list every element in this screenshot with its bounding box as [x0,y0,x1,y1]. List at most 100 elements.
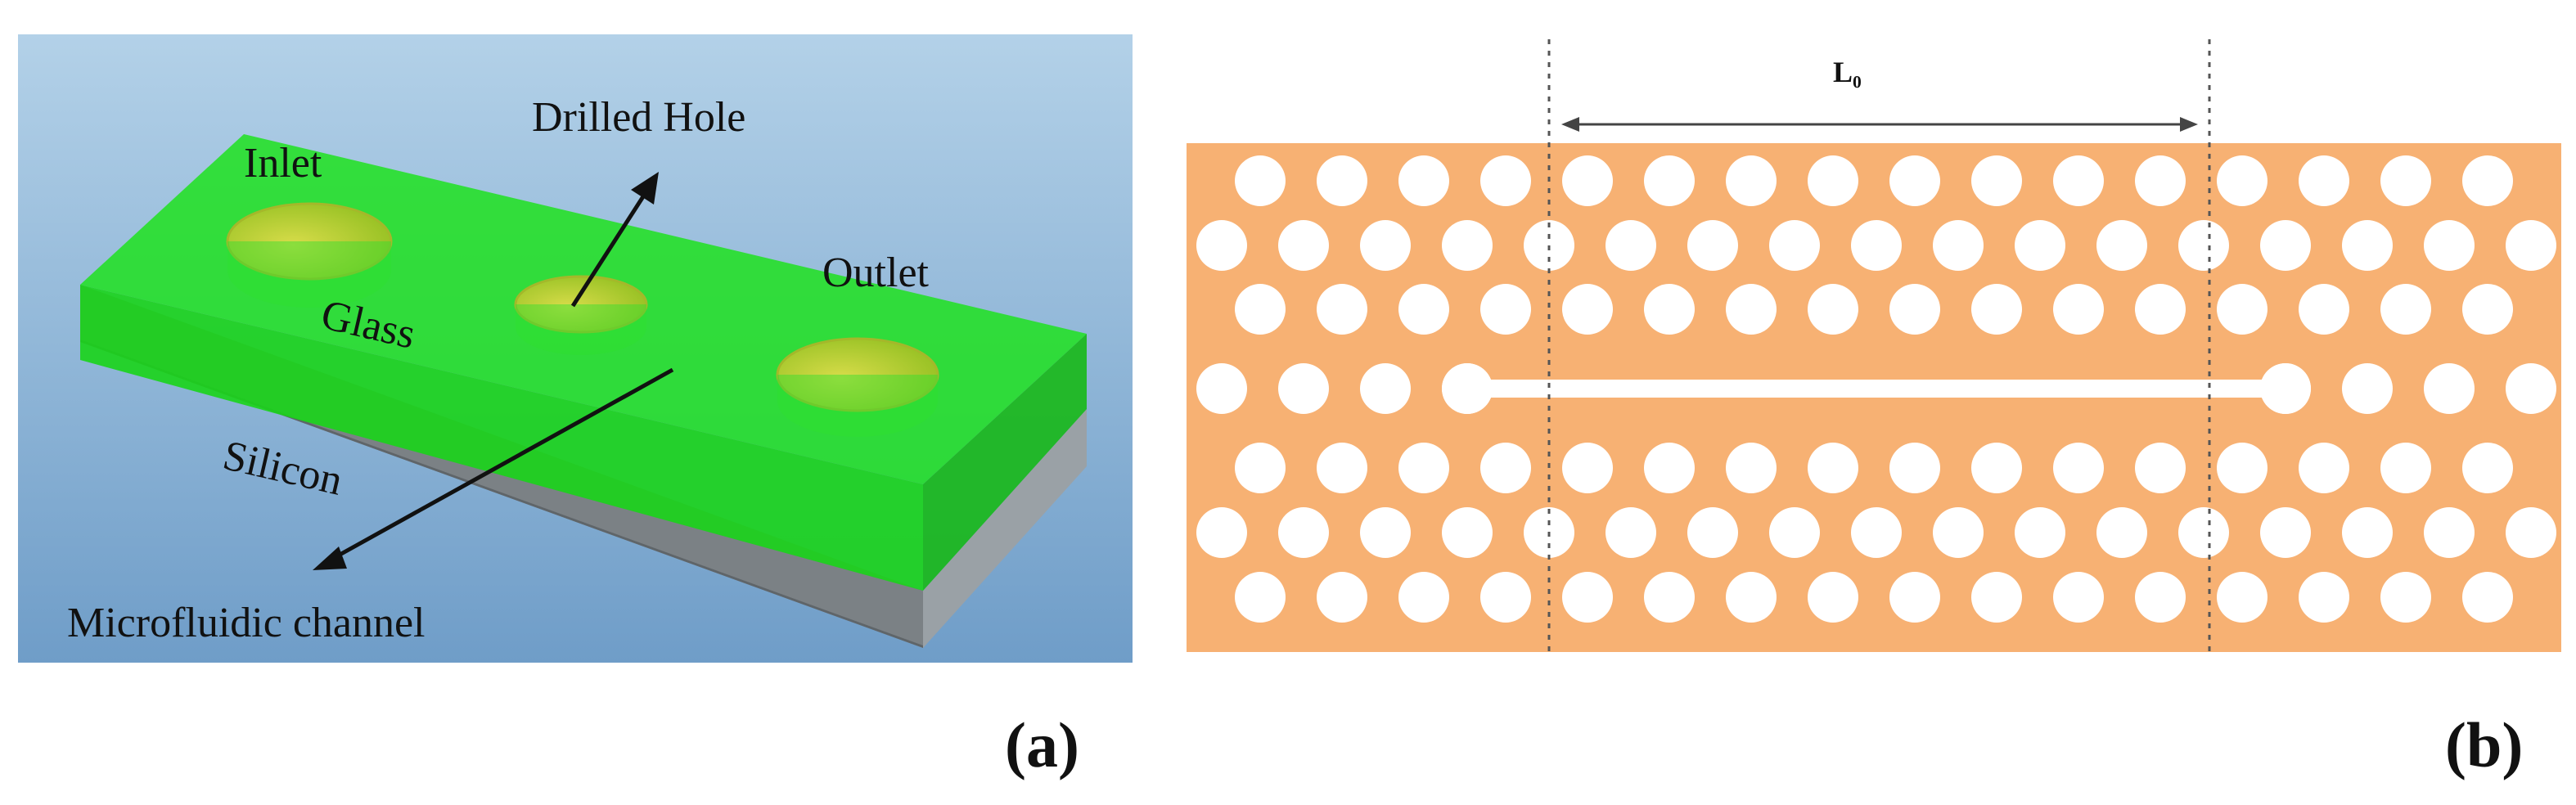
air-hole [1360,220,1411,271]
air-hole [1971,443,2022,493]
microfluidic-channel-arrow [313,367,674,570]
air-hole [1196,220,1247,271]
air-hole [2135,284,2186,335]
cavity-end-right [2260,363,2311,414]
glass-front-face [80,285,923,591]
air-hole [2424,363,2475,414]
panel-b: L₀ (b) [1187,39,2561,780]
outlet-label: Outlet [822,250,930,296]
air-hole [2462,572,2513,623]
silicon-side-face [923,409,1087,648]
air-hole [2053,284,2104,335]
air-hole [2506,363,2556,414]
drilled-hole-label: Drilled Hole [532,94,745,141]
air-hole [1317,443,1367,493]
l0-dimension-arrow [1561,117,2198,132]
air-hole [2462,155,2513,206]
air-hole [2424,507,2475,558]
air-hole [1605,220,1656,271]
air-hole [1971,284,2022,335]
air-hole [1687,507,1738,558]
air-hole [1562,155,1613,206]
air-hole [1889,284,1940,335]
air-hole [1971,155,2022,206]
drilled-hole [514,275,648,355]
air-hole [1851,507,1902,558]
air-hole [2217,284,2268,335]
air-hole [2462,443,2513,493]
air-hole [1851,220,1902,271]
air-hole [1726,443,1777,493]
air-hole [1769,220,1820,271]
air-hole [2178,220,2229,271]
air-hole [1808,155,1858,206]
air-hole [1971,572,2022,623]
air-hole [1480,572,1531,623]
air-hole [2217,443,2268,493]
air-hole [1808,443,1858,493]
cavity-end-left [1442,363,1493,414]
air-hole [1360,363,1411,414]
glass-side-face [923,334,1087,591]
outlet-hole [776,337,939,437]
air-hole [2424,220,2475,271]
air-hole [1480,284,1531,335]
air-hole [1278,220,1329,271]
air-hole [2299,443,2349,493]
air-hole [1644,443,1695,493]
air-hole [1398,284,1449,335]
air-hole [1562,572,1613,623]
air-hole [1933,507,1984,558]
air-hole [2217,572,2268,623]
inlet-label: Inlet [244,140,322,187]
air-hole [1562,284,1613,335]
panel-a: Inlet Drilled Hole Outlet Glass Silicon … [18,34,1133,780]
inlet-hole [226,202,393,308]
air-hole [2462,284,2513,335]
microfluidic-channel-label: Microfluidic channel [67,600,426,646]
air-hole [2053,443,2104,493]
air-hole [1644,284,1695,335]
air-hole [1317,155,1367,206]
drilled-hole-arrow [570,172,659,308]
air-hole [1398,572,1449,623]
air-hole [2096,220,2147,271]
air-hole [1889,443,1940,493]
air-hole [1442,220,1493,271]
air-hole [1644,155,1695,206]
air-hole [2380,572,2431,623]
air-hole [2053,155,2104,206]
air-hole [2135,155,2186,206]
air-hole [1278,507,1329,558]
air-hole [1235,284,1286,335]
air-hole [2260,507,2311,558]
air-hole [2380,284,2431,335]
air-hole [1480,443,1531,493]
air-hole [1889,155,1940,206]
air-hole [2342,507,2393,558]
air-hole [2299,284,2349,335]
air-hole [2342,363,2393,414]
air-hole [1442,507,1493,558]
air-hole [1235,572,1286,623]
air-hole [1769,507,1820,558]
air-hole [2135,443,2186,493]
air-hole [2506,220,2556,271]
panel-a-tag: (a) [1005,709,1079,780]
air-hole [2342,220,2393,271]
air-hole [1605,507,1656,558]
air-hole [2217,155,2268,206]
air-hole [2015,220,2065,271]
air-hole [1808,284,1858,335]
air-hole [1317,572,1367,623]
air-hole [2299,155,2349,206]
air-hole [2135,572,2186,623]
air-hole [1562,443,1613,493]
air-hole [1726,284,1777,335]
air-hole [2096,507,2147,558]
air-hole [2380,155,2431,206]
air-hole [2506,507,2556,558]
air-hole [1644,572,1695,623]
panel-b-tag: (b) [2445,709,2523,780]
air-hole [1398,155,1449,206]
